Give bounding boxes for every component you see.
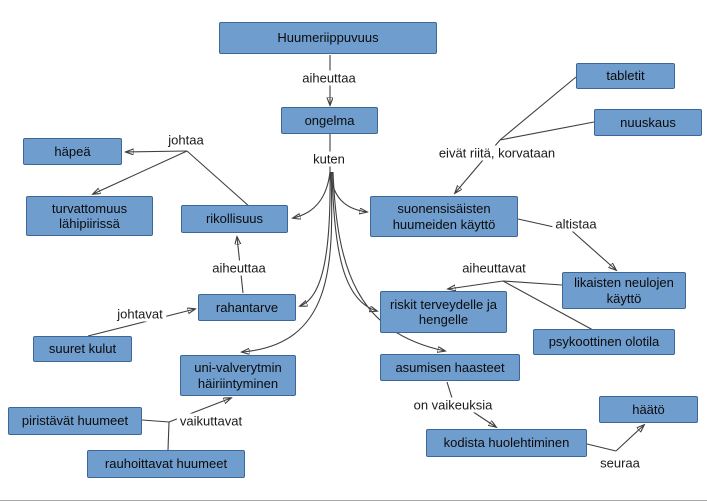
line-nuuskaus-vertex <box>499 121 595 141</box>
edge-label-johtaa[interactable]: johtaa <box>165 132 207 148</box>
node-rahantarve[interactable]: rahantarve <box>198 294 296 321</box>
node-rikollisuus[interactable]: rikollisuus <box>181 205 288 233</box>
edge-label-kuten[interactable]: kuten <box>310 151 348 167</box>
node-asumisen-haasteet[interactable]: asumisen haasteet <box>380 354 520 381</box>
node-piristavat-huumeet[interactable]: piristävät huumeet <box>8 407 142 435</box>
edge-kuten-asumisen <box>332 171 445 351</box>
node-suuret-kulut[interactable]: suuret kulut <box>33 336 132 362</box>
node-haato[interactable]: häätö <box>599 396 698 423</box>
edge-aiheuttavat-riskit <box>448 280 504 289</box>
node-likaisten-neulojen-kaytto[interactable]: likaisten neulojen käyttö <box>562 272 686 309</box>
edge-johtaa-turvattomuus <box>93 150 188 194</box>
line-likaisten-vertex <box>502 280 563 286</box>
line-piristavat-vertex <box>141 419 170 423</box>
edge-label-aiheuttaa-top[interactable]: aiheuttaa <box>299 70 359 86</box>
edge-label-aiheuttaa-mid[interactable]: aiheuttaa <box>209 260 269 276</box>
node-ongelma[interactable]: ongelma <box>281 107 378 134</box>
edge-kuten-rahantarve <box>300 171 331 306</box>
edge-label-altistaa[interactable]: altistaa <box>552 216 600 232</box>
node-uni-valverytmin-hairiintyminen[interactable]: uni-valverytmin häiriintyminen <box>180 355 296 396</box>
node-huumeriippuvuus[interactable]: Huumeriippuvuus <box>219 22 437 54</box>
node-suonensisaisten-huumeiden-kaytto[interactable]: suonensisäisten huumeiden käyttö <box>370 196 518 237</box>
node-tabletit[interactable]: tabletit <box>576 63 675 89</box>
node-turvattomuus-lahipiirissa[interactable]: turvattomuus lähipiirissä <box>26 196 153 236</box>
line-rikollisuus-johtaa <box>186 150 251 208</box>
node-nuuskaus[interactable]: nuuskaus <box>594 109 702 136</box>
edge-kuten-uni <box>242 171 333 352</box>
edge-label-seuraa[interactable]: seuraa <box>597 455 643 471</box>
edge-label-aiheuttavat[interactable]: aiheuttavat <box>459 260 529 276</box>
edge-suuretkulut-rahantarve <box>87 309 195 337</box>
line-tabletit-vertex <box>499 76 577 141</box>
edge-kuten-riskit <box>331 171 377 311</box>
line-rauhoittavat-vertex <box>167 421 170 451</box>
line-kodista-seuraa <box>586 443 617 452</box>
edge-label-johtavat[interactable]: johtavat <box>114 306 166 322</box>
node-riskit-terveydelle[interactable]: riskit terveydelle ja hengelle <box>380 291 507 333</box>
node-psykoottinen-olotila[interactable]: psykoottinen olotila <box>533 329 675 355</box>
edge-label-eivat-riita[interactable]: eivät riitä, korvataan <box>435 145 559 161</box>
edge-johtaa-hapea <box>126 151 188 152</box>
edge-label-on-vaikeuksia[interactable]: on vaikeuksia <box>410 397 496 413</box>
edge-kuten-rikollisuus <box>293 171 331 218</box>
edge-seuraa-haato <box>615 425 644 452</box>
node-hapea[interactable]: häpeä <box>23 138 122 165</box>
line-psykoottinen-vertex <box>502 280 594 331</box>
edge-label-vaikuttavat[interactable]: vaikuttavat <box>176 413 246 429</box>
node-rauhoittavat-huumeet[interactable]: rauhoittavat huumeet <box>87 450 245 478</box>
node-kodista-huolehtiminen[interactable]: kodista huolehtiminen <box>426 429 587 457</box>
